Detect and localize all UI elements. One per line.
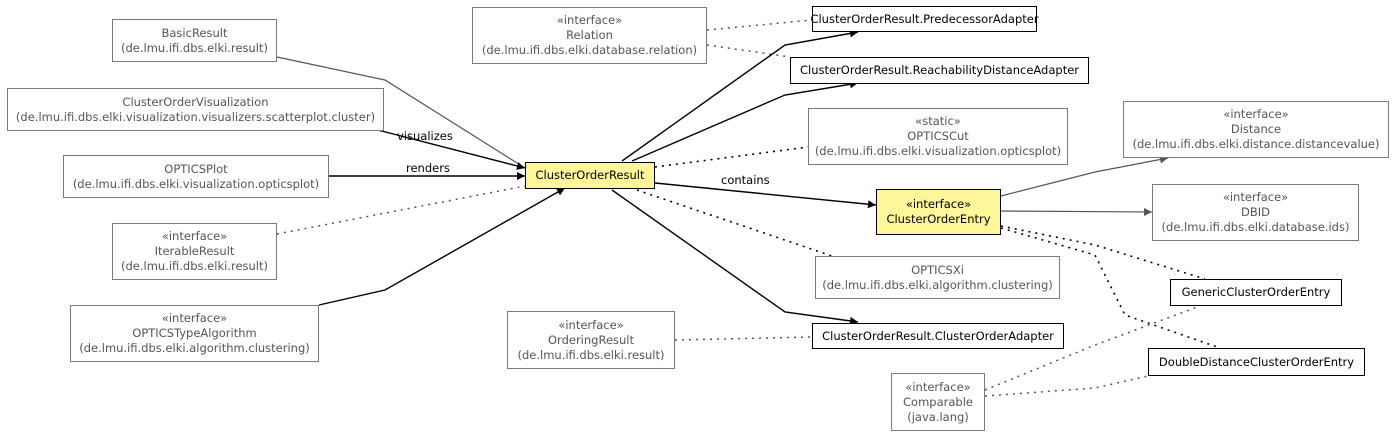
node-stereotype: «interface» bbox=[1223, 107, 1289, 121]
node-stereotype: «interface» bbox=[1222, 190, 1289, 204]
interface-cluster-order-entry[interactable]: «interface» ClusterOrderEntry bbox=[876, 189, 1001, 235]
node-stereotype: «static» bbox=[915, 114, 961, 128]
node-line: OPTICSTypeAlgorithm bbox=[132, 326, 257, 340]
node-line: ClusterOrderResult.ReachabilityDistanceA… bbox=[799, 63, 1080, 77]
edge-label-renders: renders bbox=[406, 161, 450, 175]
edge-visualizes bbox=[369, 127, 526, 170]
node-stereotype: «interface» bbox=[556, 13, 623, 27]
node-line: OPTICSPlot bbox=[164, 161, 228, 176]
edge-distance bbox=[1000, 155, 1169, 197]
edge-label-visualizes: visualizes bbox=[397, 129, 453, 143]
node-line: (java.lang) bbox=[907, 409, 969, 424]
edge-opticsxi bbox=[636, 189, 833, 257]
interface-dbid[interactable]: «interface» DBID (de.lmu.ifi.dbs.elki.da… bbox=[1152, 184, 1359, 241]
interface-distance[interactable]: «interface» Distance (de.lmu.ifi.dbs.elk… bbox=[1123, 101, 1389, 158]
node-line: ClusterOrderResult.PredecessorAdapter bbox=[810, 11, 1039, 26]
interface-iterable-result[interactable]: «interface» IterableResult (de.lmu.ifi.d… bbox=[112, 223, 277, 280]
class-optics-cut[interactable]: «static» OPTICSCut (de.lmu.ifi.dbs.elki.… bbox=[808, 108, 1068, 165]
class-generic-cluster-order-entry[interactable]: GenericClusterOrderEntry bbox=[1170, 279, 1342, 306]
class-cluster-order-adapter[interactable]: ClusterOrderResult.ClusterOrderAdapter bbox=[812, 323, 1064, 349]
node-line: OPTICSCut bbox=[907, 129, 969, 143]
edge-contains bbox=[654, 182, 877, 209]
node-line: Distance bbox=[1230, 122, 1282, 136]
class-optics-plot[interactable]: OPTICSPlot (de.lmu.ifi.dbs.elki.visualiz… bbox=[63, 155, 329, 198]
node-stereotype: «interface» bbox=[905, 379, 971, 394]
edge-opticstypealgorithm bbox=[318, 187, 566, 306]
node-stereotype: «interface» bbox=[161, 311, 228, 325]
node-line: (de.lmu.ifi.dbs.elki.visualization.visua… bbox=[15, 109, 376, 124]
node-line: ClusterOrderResult bbox=[535, 168, 645, 182]
interface-ordering-result[interactable]: «interface» OrderingResult (de.lmu.ifi.d… bbox=[507, 311, 675, 369]
node-line: (de.lmu.ifi.dbs.elki.visualization.optic… bbox=[814, 144, 1062, 158]
class-optics-xi[interactable]: OPTICSXi (de.lmu.ifi.dbs.elki.algorithm.… bbox=[815, 256, 1060, 299]
class-double-distance-cluster-order-entry[interactable]: DoubleDistanceClusterOrderEntry bbox=[1148, 348, 1365, 376]
node-line: ClusterOrderResult.ClusterOrderAdapter bbox=[822, 328, 1054, 343]
edge-dbid bbox=[1000, 207, 1153, 216]
edge-relation-predecessor bbox=[706, 19, 813, 31]
node-line: DoubleDistanceClusterOrderEntry bbox=[1158, 354, 1355, 369]
node-line: (de.lmu.ifi.dbs.elki.result) bbox=[120, 40, 268, 55]
node-line: ClusterOrderEntry bbox=[886, 212, 991, 226]
class-basic-result[interactable]: BasicResult (de.lmu.ifi.dbs.elki.result) bbox=[112, 19, 277, 62]
edge-predecessor bbox=[621, 29, 859, 162]
node-line: BasicResult bbox=[161, 25, 228, 40]
edge-comparable-doubledistance bbox=[984, 375, 1149, 397]
node-line: (de.lmu.ifi.dbs.elki.algorithm.clusterin… bbox=[822, 277, 1053, 292]
node-line: (de.lmu.ifi.dbs.elki.database.ids) bbox=[1161, 220, 1350, 234]
node-line: Comparable bbox=[903, 394, 973, 409]
class-reachability-distance-adapter[interactable]: ClusterOrderResult.ReachabilityDistanceA… bbox=[790, 57, 1089, 84]
edge-clusterorderadapter bbox=[611, 189, 859, 325]
class-predecessor-adapter[interactable]: ClusterOrderResult.PredecessorAdapter bbox=[810, 6, 1039, 32]
interface-comparable[interactable]: «interface» Comparable (java.lang) bbox=[891, 373, 985, 431]
node-line: DBID bbox=[1241, 205, 1270, 219]
class-cluster-order-result[interactable]: ClusterOrderResult bbox=[525, 162, 655, 189]
edge-orderingresult bbox=[674, 336, 813, 341]
node-line: (de.lmu.ifi.dbs.elki.distance.distanceva… bbox=[1132, 137, 1380, 151]
node-line: GenericClusterOrderEntry bbox=[1181, 285, 1331, 299]
node-line: (de.lmu.ifi.dbs.elki.result) bbox=[517, 347, 665, 362]
edge-basicresult bbox=[276, 56, 526, 169]
node-stereotype: «interface» bbox=[161, 229, 228, 243]
node-line: ClusterOrderVisualization bbox=[122, 94, 269, 109]
interface-optics-type-algorithm[interactable]: «interface» OPTICSTypeAlgorithm (de.lmu.… bbox=[70, 305, 319, 362]
edge-reachability bbox=[631, 80, 859, 162]
node-line: (de.lmu.ifi.dbs.elki.result) bbox=[120, 259, 268, 273]
node-line: OrderingResult bbox=[548, 332, 634, 347]
edge-iterableresult bbox=[276, 185, 526, 235]
interface-relation[interactable]: «interface» Relation (de.lmu.ifi.dbs.elk… bbox=[472, 7, 707, 64]
node-line: (de.lmu.ifi.dbs.elki.algorithm.clusterin… bbox=[79, 341, 310, 355]
node-line: (de.lmu.ifi.dbs.elki.database.relation) bbox=[481, 43, 698, 57]
node-line: OPTICSXi bbox=[911, 262, 964, 277]
node-stereotype: «interface» bbox=[905, 197, 972, 211]
node-line: (de.lmu.ifi.dbs.elki.visualization.optic… bbox=[72, 176, 320, 191]
node-line: IterableResult bbox=[154, 244, 235, 258]
node-stereotype: «interface» bbox=[558, 317, 624, 332]
node-line: Relation bbox=[566, 28, 613, 42]
edge-label-contains: contains bbox=[721, 173, 770, 187]
class-cluster-order-visualization[interactable]: ClusterOrderVisualization (de.lmu.ifi.db… bbox=[7, 88, 384, 131]
edge-opticscut bbox=[654, 146, 809, 168]
